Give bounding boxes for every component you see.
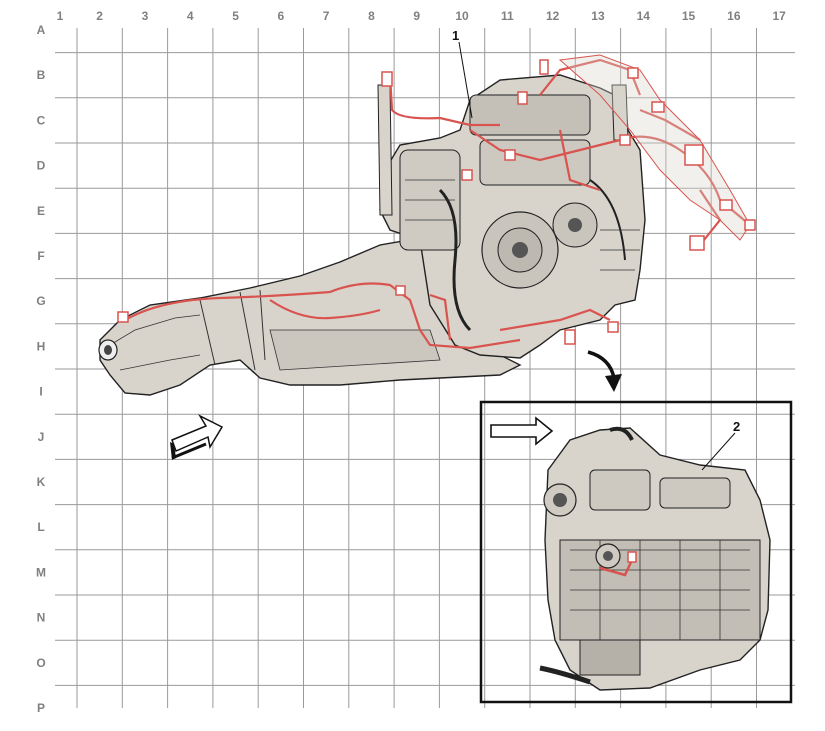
- wiring-harness-main: [124, 58, 751, 350]
- grid-column-label: 5: [232, 9, 239, 23]
- curved-pointer-arrow-icon: [587, 350, 622, 392]
- inset-front-view: 2: [479, 400, 793, 704]
- engine-transmission-assembly: [98, 54, 756, 396]
- grid-row-label: F: [37, 249, 44, 263]
- grid-row-label: I: [39, 385, 42, 399]
- grid-column-label: 8: [368, 9, 375, 23]
- grid-row-label: D: [37, 159, 46, 173]
- grid-column-label: 17: [772, 9, 786, 23]
- grid-row-label: M: [36, 565, 46, 579]
- grid-row-label: P: [37, 701, 45, 715]
- grid-column-label: 10: [455, 9, 469, 23]
- callout-1: 1: [452, 28, 473, 119]
- grid-column-label: 12: [546, 9, 560, 23]
- view-direction-arrow-icon: [490, 416, 554, 446]
- grid-column-label: 9: [413, 9, 420, 23]
- grid-column-label: 6: [278, 9, 285, 23]
- grid-row-label: L: [37, 520, 44, 534]
- callout-2: 2: [701, 419, 740, 471]
- grid-row-labels: A B C D E F G H I J K L M N O P: [36, 23, 46, 715]
- grid-row-label: G: [36, 294, 45, 308]
- grid-column-label: 16: [727, 9, 741, 23]
- grid-column-label: 4: [187, 9, 194, 23]
- grid-column-label: 13: [591, 9, 605, 23]
- grid-row-label: O: [36, 656, 45, 670]
- grid-column-label: 3: [142, 9, 149, 23]
- grid-column-label: 14: [637, 9, 651, 23]
- inset-harness-segment: [599, 559, 634, 577]
- grid-row-label: N: [37, 611, 46, 625]
- grid-row-label: A: [37, 23, 46, 37]
- grid-row-label: K: [37, 475, 46, 489]
- view-direction-arrow-icon: [170, 414, 224, 460]
- grid-row-label: H: [37, 339, 46, 353]
- callout-2-label: 2: [733, 419, 740, 434]
- grid-column-label: 2: [96, 9, 103, 23]
- callout-1-label: 1: [452, 28, 459, 43]
- grid-row-label: J: [38, 430, 45, 444]
- grid-column-label: 7: [323, 9, 330, 23]
- inset-frame: [479, 400, 793, 704]
- grid-row-label: E: [37, 204, 45, 218]
- grid-column-label: 1: [57, 9, 64, 23]
- grid-row-label: B: [37, 68, 46, 82]
- grid-column-label: 15: [682, 9, 696, 23]
- grid-column-label: 11: [501, 9, 514, 23]
- grid-row-label: C: [37, 113, 46, 127]
- harness-connectors: [117, 59, 756, 345]
